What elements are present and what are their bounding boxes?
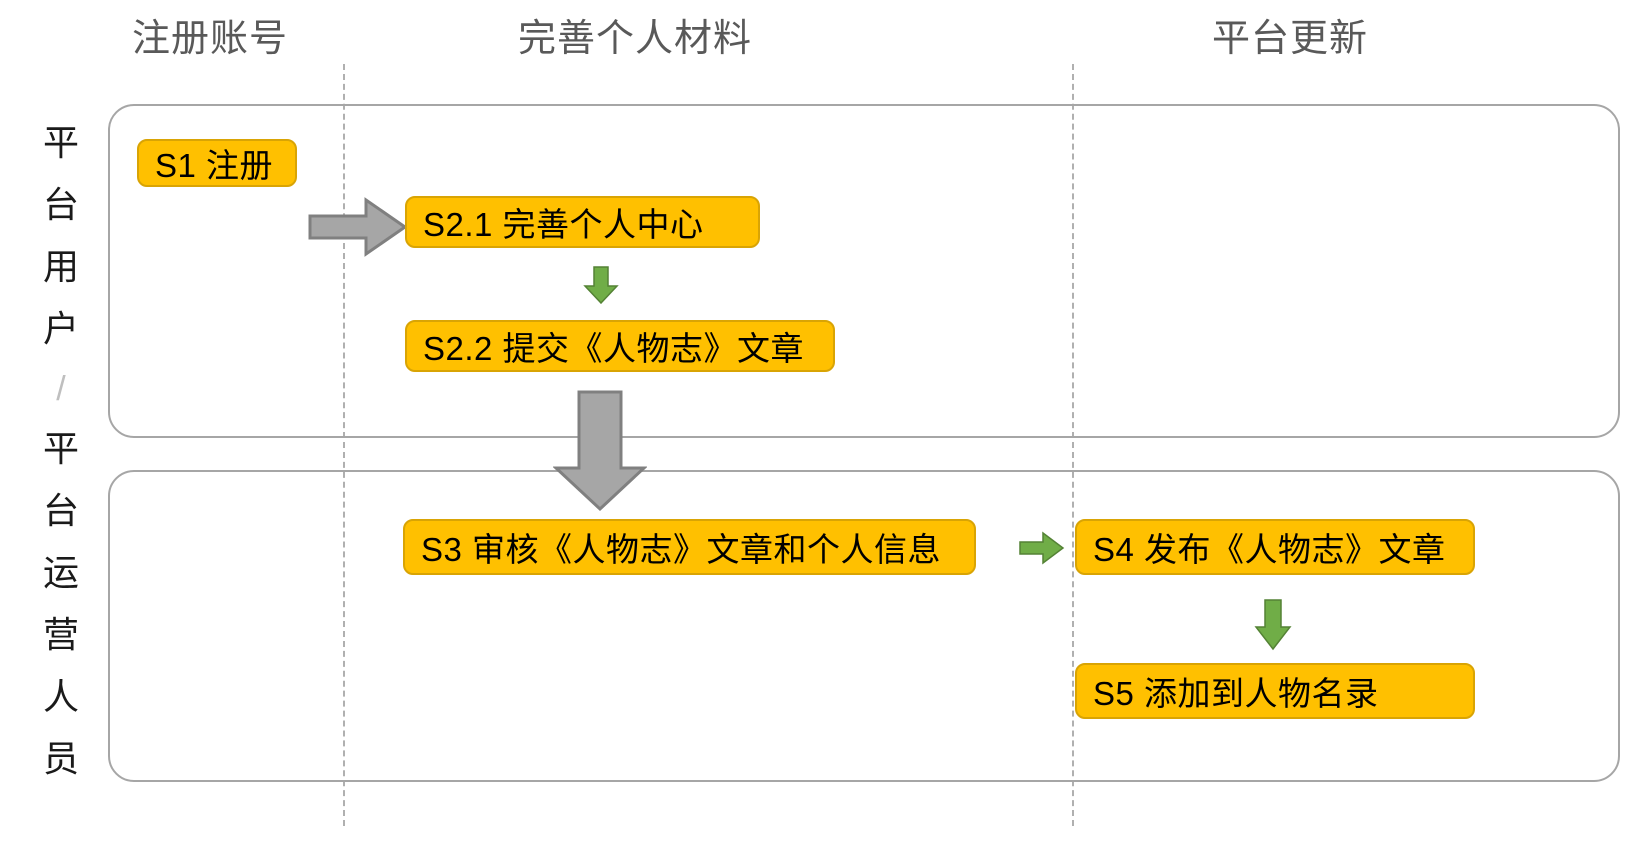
role-label-char: 台: [42, 490, 79, 531]
role-label-char: 平: [42, 428, 79, 470]
column-divider-2: [1072, 64, 1074, 826]
node-s3-review-article-and-profile[interactable]: S3 审核《人物志》文章和个人信息: [403, 519, 976, 575]
role-label-char: 用: [42, 245, 79, 287]
column-header-complete-profile: 完善个人材料: [517, 18, 752, 60]
node-s1-register[interactable]: S1 注册: [137, 139, 297, 187]
connector-s2-1-to-s2-2: [583, 266, 619, 304]
role-label-vertical: 平 台 用 户 / 平 台 运 营 人 员: [30, 112, 92, 790]
role-label-char: 营: [42, 613, 79, 655]
connector-s2-2-to-s3: [553, 390, 647, 512]
connector-s1-to-s2-1: [308, 196, 408, 258]
lane-platform-operations: [108, 470, 1620, 782]
column-header-platform-update: 平台更新: [1211, 18, 1368, 60]
role-label-char: 户: [42, 307, 79, 349]
node-s5-add-to-directory[interactable]: S5 添加到人物名录: [1075, 663, 1475, 719]
role-label-char: 台: [42, 183, 79, 225]
connector-s4-to-s5: [1254, 599, 1292, 651]
role-label-char: 员: [42, 737, 79, 779]
lane-platform-user: [108, 104, 1620, 438]
role-label-char: 平: [42, 122, 79, 163]
connector-s3-to-s4: [1019, 531, 1065, 565]
node-s2-1-complete-profile-center[interactable]: S2.1 完善个人中心: [405, 196, 760, 248]
role-label-separator: /: [56, 369, 66, 408]
role-label-char: 人: [42, 675, 79, 717]
node-s4-publish-article[interactable]: S4 发布《人物志》文章: [1075, 519, 1475, 575]
role-label-char: 运: [42, 551, 79, 593]
column-header-register: 注册账号: [131, 18, 288, 60]
node-s2-2-submit-article[interactable]: S2.2 提交《人物志》文章: [405, 320, 835, 372]
column-divider-1: [343, 64, 345, 826]
